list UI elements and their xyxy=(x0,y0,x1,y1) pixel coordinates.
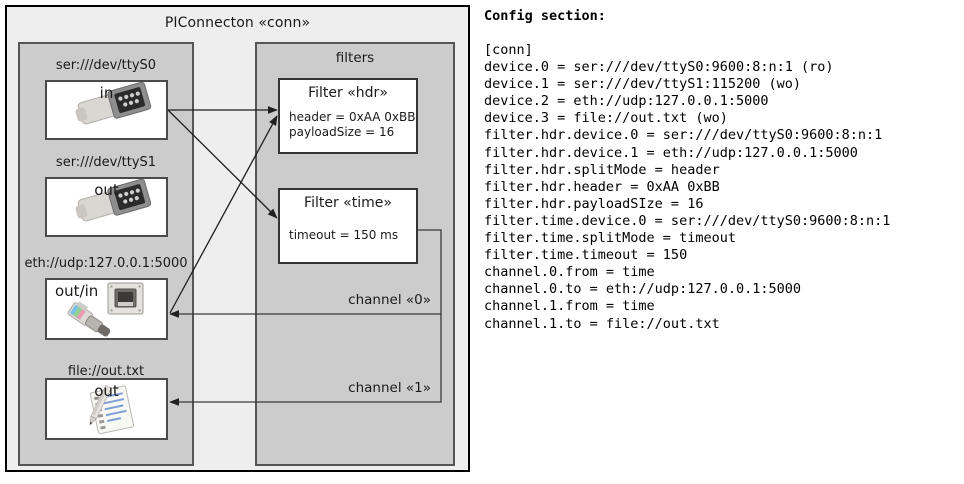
connection-diagram: PIConnecton «conn» ser:///dev/ttyS0 in s… xyxy=(0,0,478,484)
config-text: [conn] device.0 = ser:///dev/ttyS0:9600:… xyxy=(484,42,891,332)
device-box-file[interactable]: out xyxy=(45,378,168,440)
device-label-ttys0: ser:///dev/ttyS0 xyxy=(55,58,157,73)
device-io-ttys1: out xyxy=(94,181,119,199)
filter-box-hdr[interactable]: Filter «hdr» header = 0xAA 0xBB payloadS… xyxy=(278,78,418,154)
device-box-ttys1[interactable]: out xyxy=(45,177,168,237)
config-heading: Config section: xyxy=(484,8,606,24)
serial-db9-icon xyxy=(75,82,152,125)
device-box-eth[interactable]: out/in xyxy=(45,278,168,340)
device-io-ttys0: in xyxy=(99,84,114,102)
device-label-eth: eth://udp:127.0.0.1:5000 xyxy=(24,256,188,271)
filter-prop-hdr-payload: payloadSize = 16 xyxy=(289,125,395,139)
device-label-ttys1: ser:///dev/ttyS1 xyxy=(55,155,157,170)
diagram-title: PIConnecton «conn» xyxy=(164,15,311,31)
config-section: Config section: [conn] device.0 = ser://… xyxy=(478,0,964,484)
device-label-file: file://out.txt xyxy=(67,364,145,379)
device-io-file: out xyxy=(94,382,119,400)
filter-title-hdr: Filter «hdr» xyxy=(308,85,388,101)
device-io-eth: out/in xyxy=(55,282,99,300)
device-box-ttys0[interactable]: in xyxy=(45,80,168,140)
text-file-pencil-icon xyxy=(89,385,135,435)
filter-title-time: Filter «time» xyxy=(304,195,392,211)
channel-label-0: channel «0» xyxy=(348,292,431,308)
channel-label-1: channel «1» xyxy=(348,380,431,396)
ethernet-rj45-icon xyxy=(67,282,144,337)
filter-prop-time-timeout: timeout = 150 ms xyxy=(289,228,399,242)
filters-panel-title: filters xyxy=(335,50,375,66)
filter-prop-hdr-header: header = 0xAA 0xBB xyxy=(289,110,416,124)
filter-box-time[interactable]: Filter «time» timeout = 150 ms xyxy=(278,188,418,264)
serial-db9-icon xyxy=(75,179,152,222)
